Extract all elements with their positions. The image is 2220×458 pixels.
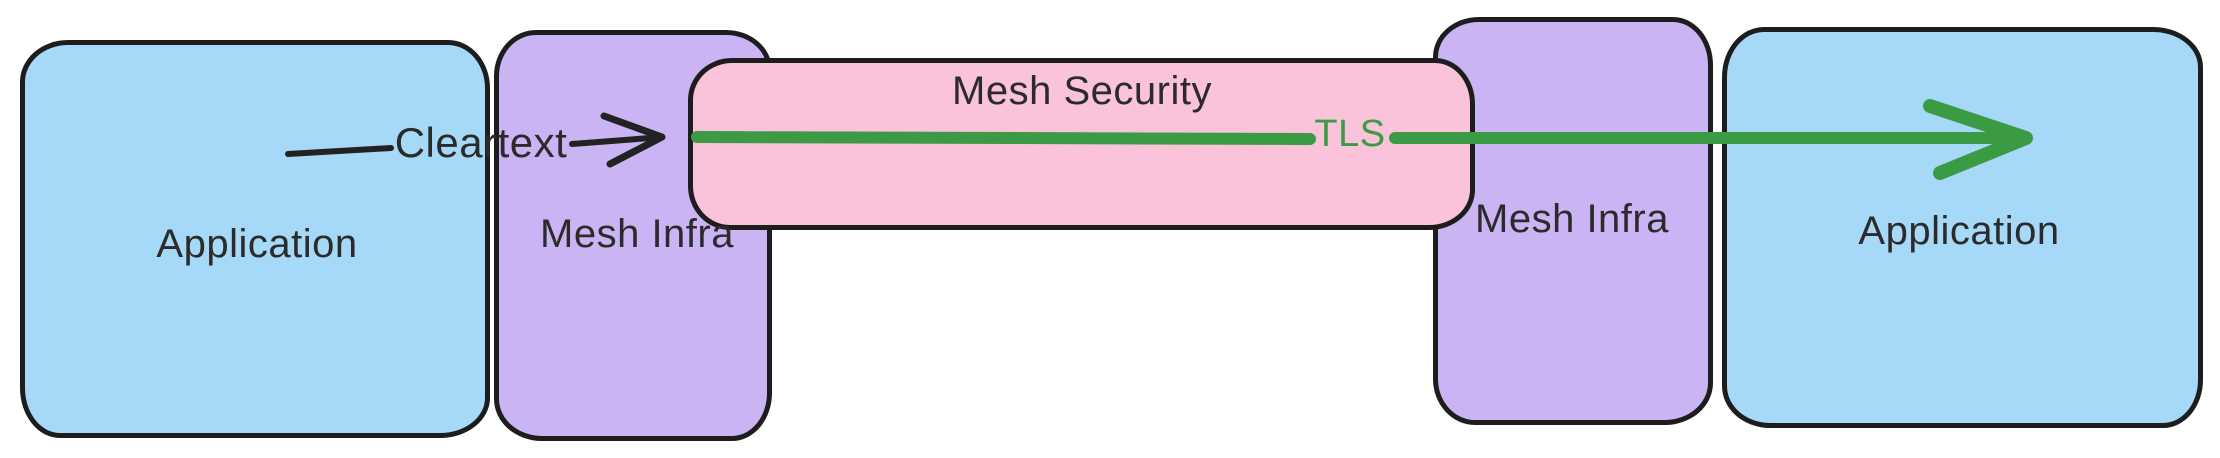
application-box-left [20, 40, 490, 438]
tls-arrow-label: TLS [1314, 113, 1386, 155]
mesh-infra-label-right: Mesh Infra [1475, 197, 1669, 241]
cleartext-arrow-label: Cleartext [394, 119, 568, 166]
mesh-infra-label-left: Mesh Infra [540, 212, 734, 256]
mesh-security-label: Mesh Security [952, 69, 1212, 113]
application-box-right [1722, 27, 2203, 428]
application-label-right: Application [1858, 209, 2060, 253]
application-label-left: Application [156, 222, 358, 266]
